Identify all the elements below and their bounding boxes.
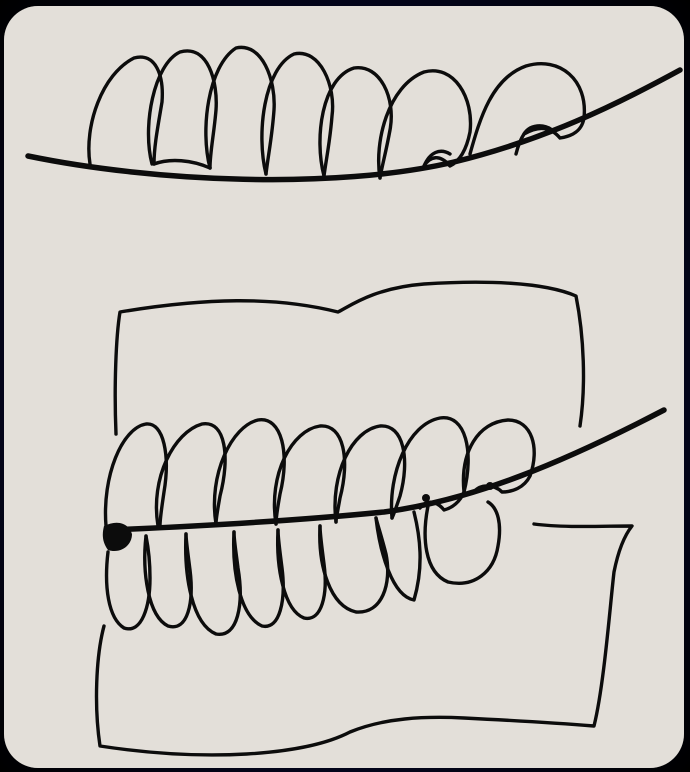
dental-illustration-page <box>4 6 684 768</box>
contact-point-2 <box>486 482 494 490</box>
dental-occlusion-drawing <box>4 6 684 768</box>
contact-point-1 <box>422 494 430 502</box>
